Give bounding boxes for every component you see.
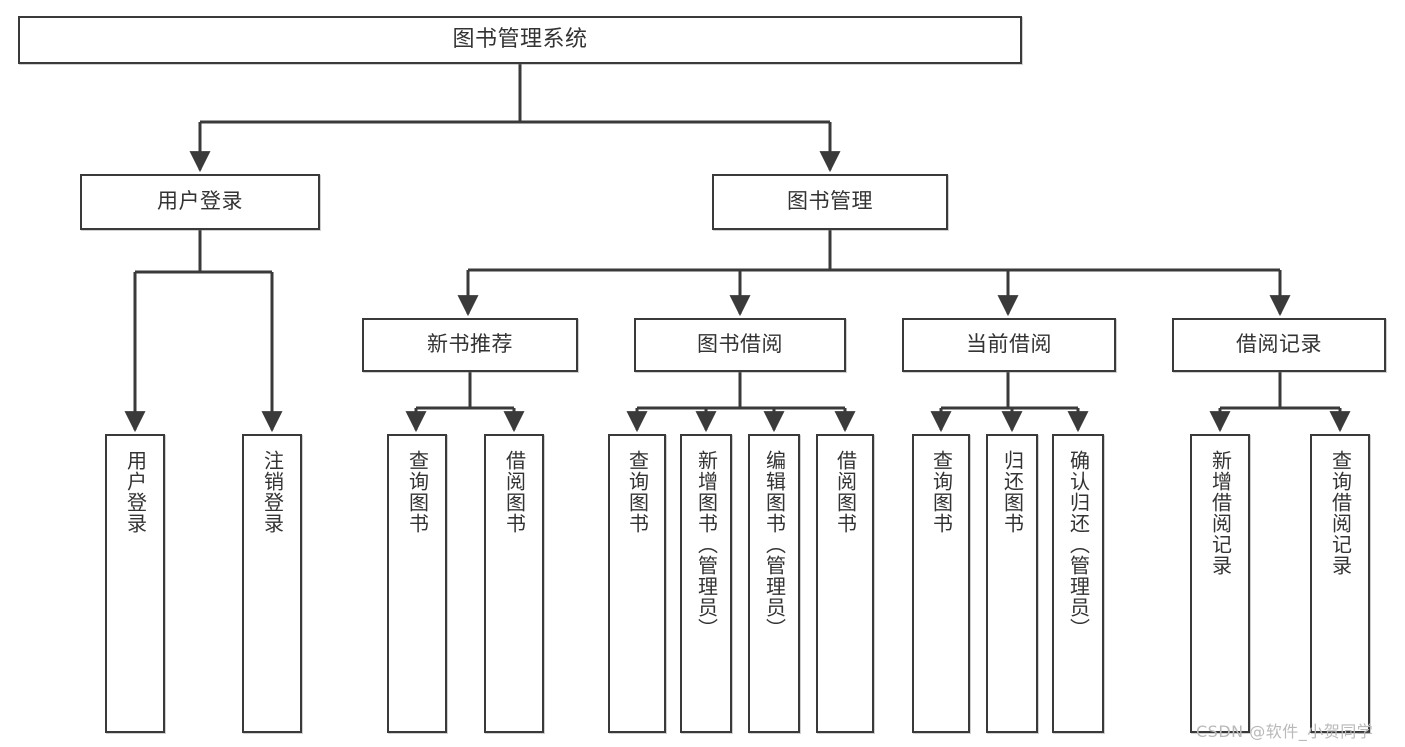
node-leaf-query-record[interactable]: 查询借阅记录 bbox=[1310, 434, 1370, 733]
node-leaf-confirm-return-label: 确认归还（管理员） bbox=[1066, 450, 1091, 639]
node-leaf-edit-book[interactable]: 编辑图书（管理员） bbox=[748, 434, 800, 733]
node-leaf-add-record[interactable]: 新增借阅记录 bbox=[1190, 434, 1250, 733]
node-new-book-recommend[interactable]: 新书推荐 bbox=[362, 318, 578, 372]
node-current-borrow[interactable]: 当前借阅 bbox=[902, 318, 1116, 372]
node-book-borrow-label: 图书借阅 bbox=[697, 332, 783, 357]
node-leaf-query-book-2-label: 查询图书 bbox=[625, 450, 650, 534]
node-book-borrow[interactable]: 图书借阅 bbox=[634, 318, 846, 372]
node-leaf-borrow-book-2-label: 借阅图书 bbox=[833, 450, 858, 534]
node-leaf-borrow-book-2[interactable]: 借阅图书 bbox=[816, 434, 874, 733]
node-book-management[interactable]: 图书管理 bbox=[712, 174, 948, 230]
node-leaf-edit-book-label: 编辑图书（管理员） bbox=[762, 450, 787, 639]
node-root-label: 图书管理系统 bbox=[452, 26, 588, 52]
node-leaf-borrow-book-1-label: 借阅图书 bbox=[502, 450, 527, 534]
node-leaf-user-login-label: 用户登录 bbox=[123, 450, 148, 534]
node-leaf-add-book[interactable]: 新增图书（管理员） bbox=[680, 434, 732, 733]
node-borrow-record[interactable]: 借阅记录 bbox=[1172, 318, 1386, 372]
node-user-login-label: 用户登录 bbox=[157, 189, 243, 214]
node-leaf-query-book-2[interactable]: 查询图书 bbox=[608, 434, 666, 733]
node-leaf-query-book-3[interactable]: 查询图书 bbox=[912, 434, 970, 733]
node-leaf-user-logout-label: 注销登录 bbox=[260, 450, 285, 534]
node-borrow-record-label: 借阅记录 bbox=[1236, 332, 1322, 357]
csdn-watermark: CSDN @软件_小贺同学 bbox=[1196, 722, 1374, 741]
node-root[interactable]: 图书管理系统 bbox=[18, 16, 1022, 64]
node-leaf-user-login[interactable]: 用户登录 bbox=[105, 434, 165, 733]
node-leaf-return-book[interactable]: 归还图书 bbox=[986, 434, 1038, 733]
node-leaf-query-record-label: 查询借阅记录 bbox=[1328, 450, 1353, 576]
node-user-login[interactable]: 用户登录 bbox=[80, 174, 320, 230]
node-new-book-recommend-label: 新书推荐 bbox=[427, 332, 513, 357]
node-leaf-return-book-label: 归还图书 bbox=[1000, 450, 1025, 534]
node-leaf-confirm-return[interactable]: 确认归还（管理员） bbox=[1052, 434, 1104, 733]
node-leaf-add-book-label: 新增图书（管理员） bbox=[694, 450, 719, 639]
node-leaf-add-record-label: 新增借阅记录 bbox=[1208, 450, 1233, 576]
node-leaf-query-book-1-label: 查询图书 bbox=[405, 450, 430, 534]
node-current-borrow-label: 当前借阅 bbox=[966, 332, 1052, 357]
node-book-management-label: 图书管理 bbox=[787, 189, 873, 214]
node-leaf-query-book-3-label: 查询图书 bbox=[929, 450, 954, 534]
node-leaf-borrow-book-1[interactable]: 借阅图书 bbox=[484, 434, 544, 733]
node-leaf-user-logout[interactable]: 注销登录 bbox=[242, 434, 302, 733]
node-leaf-query-book-1[interactable]: 查询图书 bbox=[387, 434, 447, 733]
